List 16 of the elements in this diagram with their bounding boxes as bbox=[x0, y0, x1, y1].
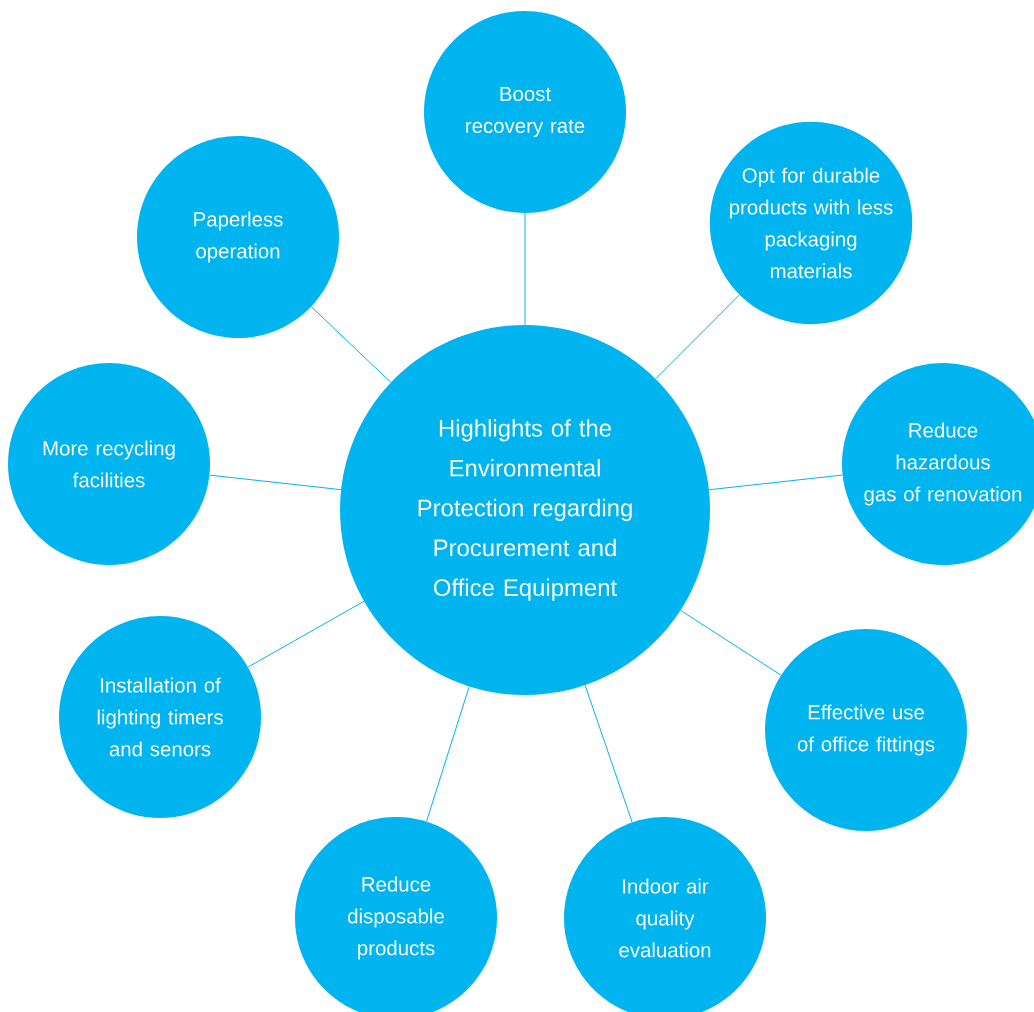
connector-line bbox=[584, 684, 633, 823]
connector-line bbox=[524, 212, 526, 326]
circle-node: Highlights of the Environmental Protection regarding Procurement and Office Equipment bbox=[340, 325, 710, 695]
circle-node: Opt for durable products with less packaging materials bbox=[709, 121, 913, 325]
connector-line bbox=[680, 609, 782, 676]
connector-line bbox=[708, 474, 843, 491]
connector-line bbox=[310, 306, 392, 383]
connector-line bbox=[209, 474, 342, 491]
circle-node: Installation of lighting timers and senors bbox=[59, 616, 261, 818]
connector-line bbox=[655, 294, 740, 380]
circle-node: Boost recovery rate bbox=[424, 11, 626, 213]
connector-line bbox=[426, 686, 470, 822]
circle-node: Paperless operation bbox=[137, 136, 339, 338]
circle-node: More recycling facilities bbox=[8, 363, 210, 565]
circle-node: Effective use of office fittings bbox=[765, 629, 967, 831]
connector-line bbox=[247, 600, 365, 668]
